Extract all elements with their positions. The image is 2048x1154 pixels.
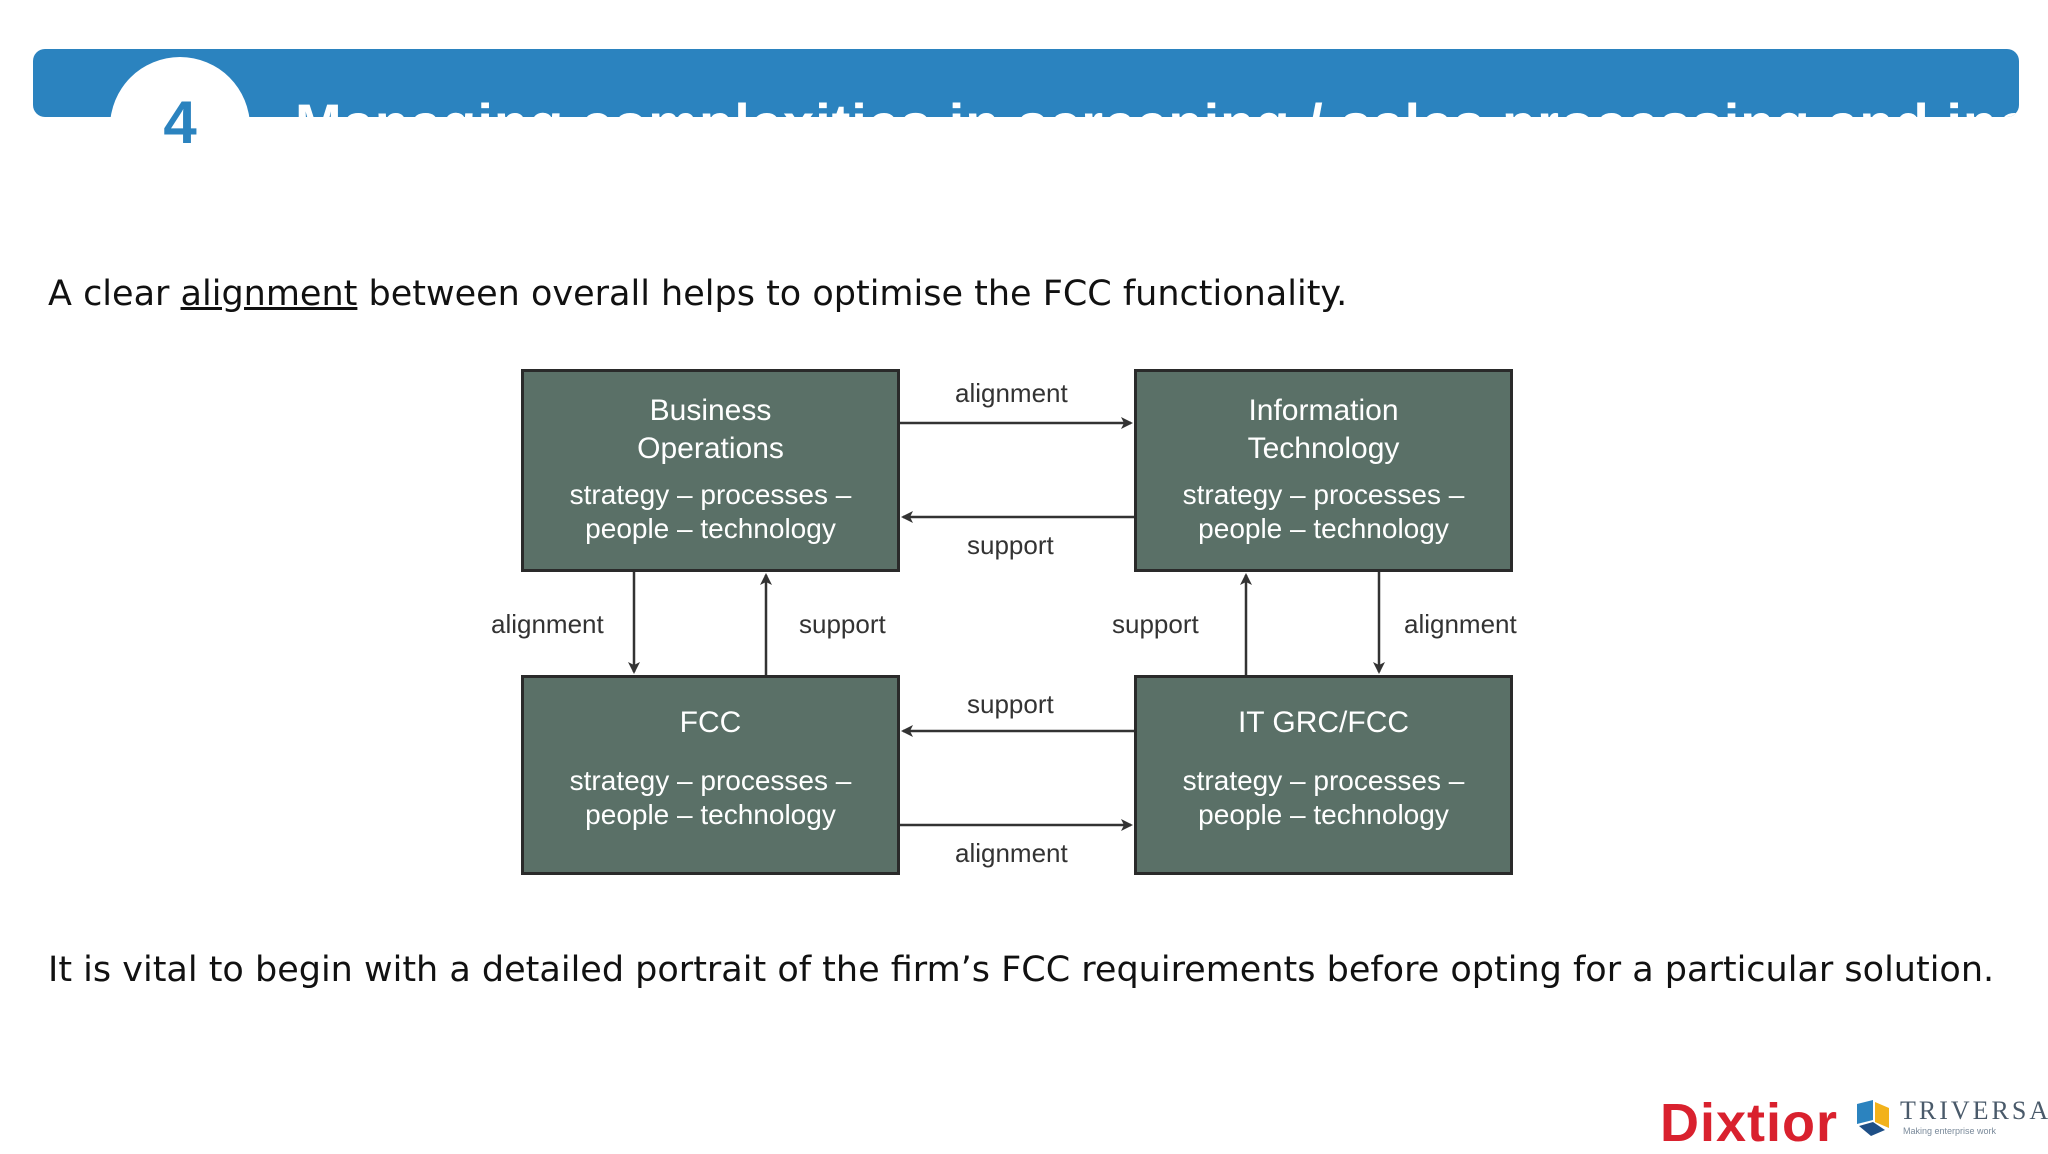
label-top-alignment: alignment: [955, 378, 1068, 408]
intro-after: between overall helps to optimise the FC…: [357, 274, 1348, 314]
intro-emphasis: alignment: [180, 274, 358, 314]
label-left-support: support: [799, 609, 886, 639]
label-left-alignment: alignment: [491, 609, 604, 639]
header-bar: Managing complexities in screening / sal…: [33, 49, 2019, 117]
triversa-mark-icon: [1857, 1100, 1889, 1136]
triversa-tagline: Making enterprise work: [1903, 1126, 1997, 1136]
box-body: strategy – processes –people – technolog…: [1182, 479, 1465, 544]
box-title: IT GRC/FCC: [1237, 706, 1410, 739]
box-title: FCC: [679, 706, 742, 739]
label-right-support: support: [1112, 609, 1199, 639]
intro-before: A clear: [48, 274, 181, 314]
conclusion-text: It is vital to begin with a detailed por…: [48, 950, 1995, 990]
box-body: strategy – processes –people – technolog…: [1182, 765, 1465, 830]
slide-number: 4: [163, 89, 197, 156]
label-bottom-support: support: [967, 689, 1054, 719]
label-bottom-alignment: alignment: [955, 838, 1068, 868]
header-mask: [0, 117, 2048, 267]
triversa-logo: TRIVERSA: [1900, 1096, 2048, 1125]
box-fcc: FCC strategy – processes –people – techn…: [521, 675, 900, 875]
slide-title: Managing complexities in screening / sal…: [295, 91, 2019, 117]
label-top-support: support: [967, 530, 1054, 560]
box-body: strategy – processes –people – technolog…: [569, 479, 852, 544]
dixtior-logo: Dixtior: [1660, 1093, 1839, 1153]
box-it-grc-fcc: IT GRC/FCC strategy – processes –people …: [1134, 675, 1513, 875]
intro-text: A clear alignment between overall helps …: [48, 274, 1347, 314]
label-right-alignment: alignment: [1404, 609, 1517, 639]
box-body: strategy – processes –people – technolog…: [569, 765, 852, 830]
